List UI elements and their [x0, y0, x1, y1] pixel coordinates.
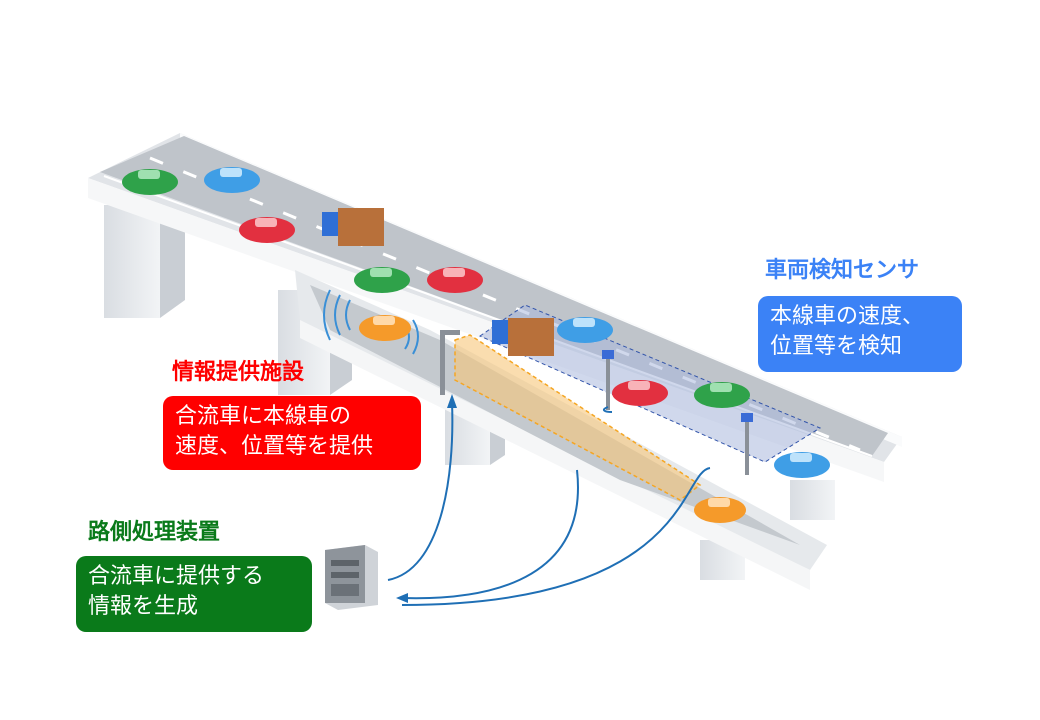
roadside-unit-desc-line1: 合流車に提供する	[88, 564, 265, 589]
data-flow-arrows	[387, 394, 711, 606]
car-icon	[354, 267, 410, 293]
car-icon	[612, 380, 668, 406]
car-icon	[694, 382, 750, 408]
car-icon	[204, 167, 260, 193]
sensor-pole-icon	[602, 350, 753, 475]
car-icon	[427, 267, 483, 293]
sensor-desc-line2: 位置等を検知	[770, 334, 903, 359]
server-icon	[325, 545, 378, 610]
sensor-description-box: 本線車の速度、 位置等を検知	[758, 296, 962, 372]
car-icon	[557, 317, 613, 343]
car-icon	[359, 315, 411, 341]
roadside-unit-desc-line2: 情報を生成	[88, 594, 199, 619]
car-icon	[694, 497, 746, 523]
sensor-title: 車両検知センサ	[765, 258, 920, 283]
car-icon	[239, 217, 295, 243]
info-facility-desc-line2: 速度、位置等を提供	[175, 434, 374, 459]
info-sign-pole-icon	[440, 330, 460, 395]
vehicles	[122, 167, 830, 523]
info-facility-title: 情報提供施設	[172, 360, 305, 385]
info-facility-desc-line1: 合流車に本線車の	[175, 404, 352, 429]
info-facility-description-box: 合流車に本線車の 速度、位置等を提供	[163, 396, 421, 470]
car-icon	[122, 169, 178, 195]
roadside-unit-description-box: 合流車に提供する 情報を生成	[76, 556, 312, 632]
car-icon	[774, 452, 830, 478]
sensor-desc-line1: 本線車の速度、	[770, 304, 925, 329]
truck-icon	[322, 208, 384, 246]
roadside-unit-title: 路側処理装置	[88, 520, 221, 545]
truck-icon	[492, 318, 554, 356]
